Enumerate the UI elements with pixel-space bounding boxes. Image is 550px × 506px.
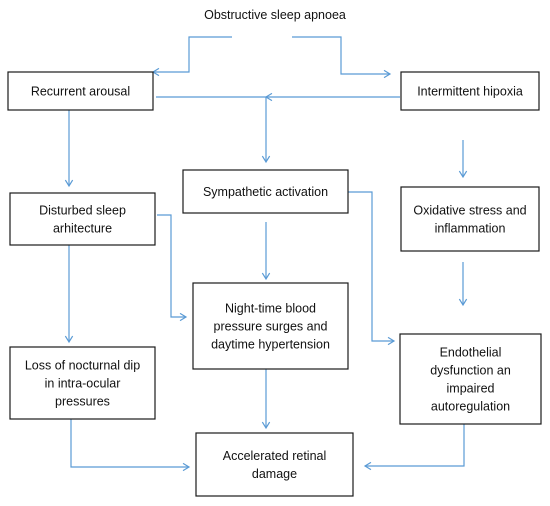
arrowhead <box>264 92 273 102</box>
edge-loss-nocturnal-dip-to-accelerated-retinal-damage <box>70 419 191 472</box>
node-intermittent-hypoxia: Intermittent hipoxia <box>400 71 540 111</box>
node-box <box>9 346 156 420</box>
node-recurrent-arousal: Recurrent arousal <box>7 71 154 111</box>
edge-sympathetic-activation-to-night-time-bp <box>261 222 271 281</box>
node-box <box>7 71 154 111</box>
edge-intermittent-hypoxia-to-oxidative-stress <box>458 140 468 179</box>
node-label-line: in intra-ocular <box>45 376 121 390</box>
node-osa: Obstructive sleep apnoea <box>204 8 346 22</box>
node-box <box>9 192 156 246</box>
node-label-line: Endothelial <box>440 345 502 359</box>
arrowhead <box>363 461 372 471</box>
node-label: Oxidative stress and inflammation <box>413 203 526 235</box>
node-box <box>400 71 540 111</box>
edge-sympathetic-activation-to-endothelial-dysfunction <box>348 191 396 346</box>
node-label: Accelerated retinal damage <box>223 449 327 481</box>
arrowhead <box>179 312 188 322</box>
node-accelerated-retinal-damage: Accelerated retinal damage <box>195 432 354 497</box>
node-label-line: dysfunction an <box>430 363 511 377</box>
node-label-line: Intermittent hipoxia <box>417 84 523 98</box>
node-box <box>400 186 540 252</box>
node-oxidative-stress: Oxidative stress and inflammation <box>400 186 540 252</box>
node-label-line: autoregulation <box>431 399 510 413</box>
node-box <box>399 333 542 425</box>
node-label-line: daytime hypertension <box>211 337 330 351</box>
node-label: Loss of nocturnal dip in intra-ocular pres… <box>25 358 140 408</box>
arrowhead <box>383 69 392 79</box>
node-label-line: inflammation <box>435 221 506 235</box>
node-box <box>182 169 349 214</box>
edge-night-time-bp-to-accelerated-retinal-damage <box>261 369 271 430</box>
arrowhead <box>458 170 468 179</box>
node-label-line: Oxidative stress and <box>413 203 526 217</box>
arrowhead <box>261 272 271 281</box>
arrowhead <box>182 462 191 472</box>
node-disturbed-sleep: Disturbed sleep arhitecture <box>9 192 156 246</box>
edge-intermittent-hypoxia-to-sympathetic-activation <box>264 92 400 102</box>
node-label-line: Night-time blood <box>225 301 316 315</box>
edge-disturbed-sleep-to-night-time-bp <box>157 214 188 322</box>
node-night-time-bp: Night-time blood pressure surges and dayti… <box>192 282 349 370</box>
node-label-line: impaired <box>447 381 495 395</box>
node-label: Night-time blood pressure surges and dayti… <box>211 301 330 351</box>
node-label-line: Disturbed sleep <box>39 203 126 217</box>
node-sympathetic-activation: Sympathetic activation <box>182 169 349 214</box>
node-label: Recurrent arousal <box>31 84 130 98</box>
edge-recurrent-arousal-to-disturbed-sleep <box>64 110 74 188</box>
node-loss-nocturnal-dip: Loss of nocturnal dip in intra-ocular pres… <box>9 346 156 420</box>
edge-osa-to-recurrent-arousal <box>151 36 232 77</box>
node-label-line: arhitecture <box>53 221 112 235</box>
node-label: Intermittent hipoxia <box>417 84 523 98</box>
node-box <box>195 432 354 497</box>
arrowhead <box>458 298 468 307</box>
edge-oxidative-stress-to-endothelial-dysfunction <box>458 262 468 307</box>
node-label: Endothelial dysfunction an impaired autoreg… <box>430 345 511 413</box>
arrowhead <box>64 335 74 344</box>
arrowhead <box>261 155 271 164</box>
node-label-line: damage <box>252 467 297 481</box>
node-endothelial-dysfunction: Endothelial dysfunction an impaired autoreg… <box>399 333 542 425</box>
node-box <box>192 282 349 370</box>
edge-line <box>348 191 394 342</box>
node-label: Obstructive sleep apnoea <box>204 8 346 22</box>
edge-endothelial-dysfunction-to-accelerated-retinal-damage <box>363 424 465 471</box>
edge-line <box>157 214 186 318</box>
arrowhead <box>387 336 396 346</box>
arrowhead <box>64 179 74 188</box>
node-label: Sympathetic activation <box>203 185 328 199</box>
edges-layer <box>64 36 468 472</box>
node-label-line: Obstructive sleep apnoea <box>204 8 346 22</box>
node-label-line: pressures <box>55 394 110 408</box>
edge-line <box>292 36 390 75</box>
arrowhead <box>261 421 271 430</box>
edge-recurrent-arousal-to-sympathetic-activation <box>156 96 271 164</box>
node-label-line: Sympathetic activation <box>203 185 328 199</box>
node-label-line: Accelerated retinal <box>223 449 327 463</box>
edge-line <box>365 424 465 467</box>
edge-disturbed-sleep-to-loss-nocturnal-dip <box>64 245 74 344</box>
node-label-line: pressure surges and <box>214 319 328 333</box>
edge-osa-to-intermittent-hypoxia <box>292 36 392 79</box>
edge-line <box>156 96 267 162</box>
node-label: Disturbed sleep arhitecture <box>39 203 126 235</box>
node-label-line: Recurrent arousal <box>31 84 130 98</box>
node-label-line: Loss of nocturnal dip <box>25 358 140 372</box>
edge-line <box>70 419 189 468</box>
edge-line <box>153 36 232 73</box>
